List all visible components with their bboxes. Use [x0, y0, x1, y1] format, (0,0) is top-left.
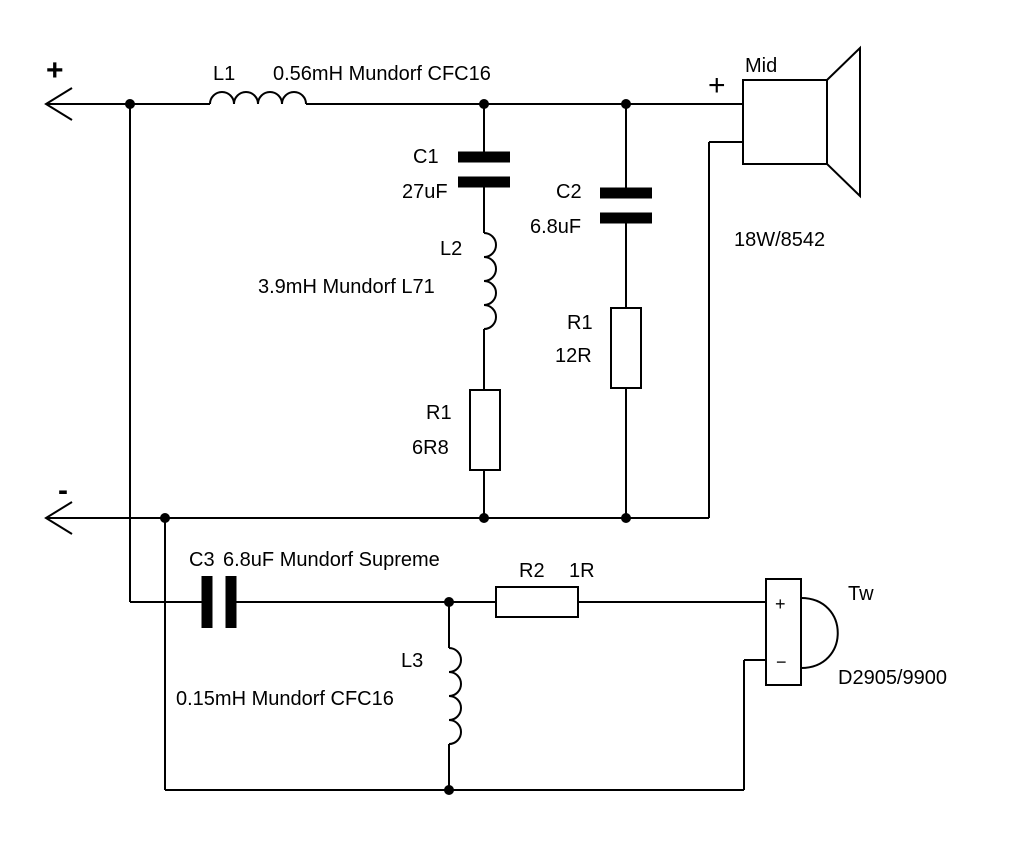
junction-dots [125, 99, 631, 795]
mid-speaker [742, 45, 861, 199]
branch-c2-r1 [600, 104, 652, 518]
plus-terminal-label: + [46, 54, 64, 87]
minus-rail [44, 141, 743, 535]
c3-value: 6.8uF Mundorf Supreme [223, 549, 440, 571]
mid-plus-sign: + [708, 69, 726, 102]
tweeter-plus-sign: + [775, 594, 786, 614]
mid-model: 18W/8542 [734, 229, 825, 251]
l3-ref: L3 [401, 650, 423, 672]
r2-value: 1R [569, 560, 595, 582]
l3-value: 0.15mH Mundorf CFC16 [176, 688, 394, 710]
r2-ref: R2 [519, 560, 545, 582]
c1-value: 27uF [402, 181, 448, 203]
tweeter-speaker [765, 578, 839, 686]
tweeter-name: Tw [848, 583, 874, 605]
r1b-ref: R1 [567, 312, 593, 334]
c3-ref: C3 [189, 549, 215, 571]
l1-ref: L1 [213, 63, 235, 85]
c1-ref: C1 [413, 146, 439, 168]
c2-value: 6.8uF [530, 216, 581, 238]
tweeter-model: D2905/9900 [838, 667, 947, 689]
l2-value: 3.9mH Mundorf L71 [258, 276, 435, 298]
inductor-l1 [209, 91, 307, 105]
mid-name: Mid [745, 55, 777, 77]
plus-rail [44, 87, 743, 121]
r1b-value: 12R [555, 345, 592, 367]
tweeter-minus-sign: − [776, 652, 787, 672]
branch-c1-l2-r1 [458, 104, 510, 518]
r1a-value: 6R8 [412, 437, 449, 459]
c2-ref: C2 [556, 181, 582, 203]
l1-value: 0.56mH Mundorf CFC16 [273, 63, 491, 85]
minus-terminal-label: - [58, 474, 68, 507]
l2-ref: L2 [440, 238, 462, 260]
r1a-ref: R1 [426, 402, 452, 424]
